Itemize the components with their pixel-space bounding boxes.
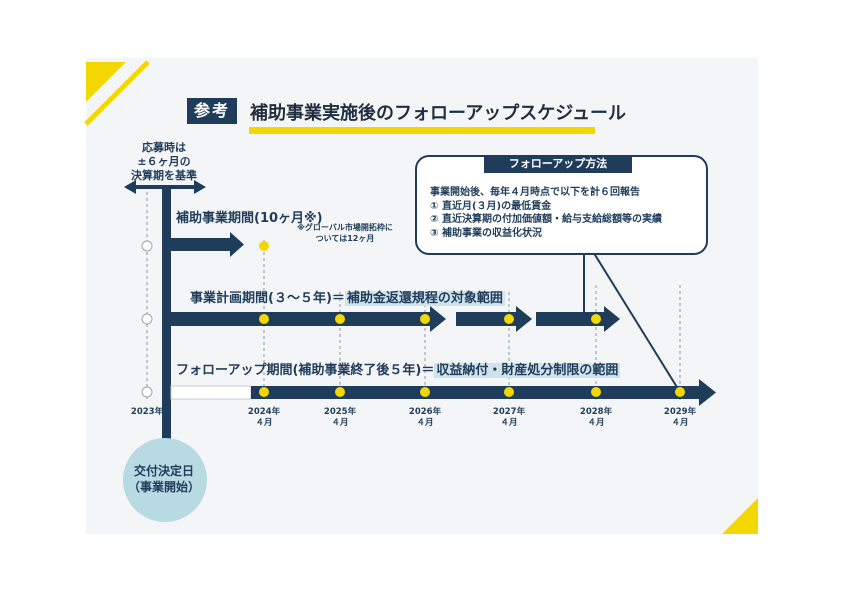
yellow-milestones	[259, 241, 685, 397]
follow-period-label: フォローアップ期間(補助事業終了後５年)＝収益納付・財産処分制限の範囲	[176, 359, 621, 378]
application-note: 応募時は ±６ヶ月の 決算期を基準	[131, 141, 197, 182]
milestone-2023-project	[141, 240, 153, 252]
box-connector-diagonal	[591, 249, 681, 393]
main-vertical-bar	[162, 187, 171, 467]
follow-up-method-list: 事業開始後、毎年４月時点で以下を計６回報告 ① 直近月(３月)の最低賃金 ② 直…	[430, 186, 662, 240]
project-period-note: ※グローバル市場開拓枠に ついては12ヶ月	[297, 223, 393, 243]
corner-decor-top-left-line	[84, 60, 150, 126]
plan-period-highlight: 補助金返還規程の対象範囲	[344, 291, 505, 306]
milestone-2023-follow	[141, 386, 153, 398]
follow-up-method-item-2: ② 直近決算期の付加価値額・給与支給総額等の実績	[430, 214, 662, 225]
plan-period-prefix: 事業計画期間(３〜５年)＝	[190, 291, 345, 306]
page-title: 補助事業実施後のフォローアップスケジュール	[250, 103, 627, 124]
milestone-plan-2026	[420, 314, 430, 324]
milestone-follow-2025	[335, 387, 345, 397]
start-label: 交付決定日 （事業開始）	[127, 464, 200, 494]
start-circle	[123, 438, 207, 522]
project-period-label: 補助事業期間(10ヶ月※)	[176, 211, 323, 226]
milestone-follow-2026	[420, 387, 430, 397]
milestone-follow-2029	[675, 387, 685, 397]
plan-period-label: 事業計画期間(３〜５年)＝補助金返還規程の対象範囲	[190, 287, 505, 306]
milestone-plan-2028	[591, 314, 601, 324]
corner-decor-bottom-right	[722, 498, 758, 534]
milestone-follow-2028	[591, 387, 601, 397]
year-label-2023: 2023年	[130, 407, 164, 417]
milestone-plan-2027	[504, 314, 514, 324]
follow-up-method-intro: 事業開始後、毎年４月時点で以下を計６回報告	[430, 187, 640, 198]
milestone-plan-2024	[259, 314, 269, 324]
follow-up-arrow	[170, 379, 716, 406]
milestone-2023-plan	[141, 313, 153, 325]
milestone-project-end	[259, 241, 269, 251]
project-period-arrow	[162, 232, 244, 257]
year-gridlines	[146, 192, 681, 400]
title-underline	[249, 127, 595, 134]
follow-period-prefix: フォローアップ期間(補助事業終了後５年)＝	[176, 363, 435, 378]
follow-up-method-title: フォローアップ方法	[484, 155, 632, 173]
milestone-plan-2025	[335, 314, 345, 324]
follow-up-method-item-1: ① 直近月(３月)の最低賃金	[430, 200, 552, 212]
corner-decor-top-left	[86, 62, 126, 102]
plan-period-arrows	[162, 306, 620, 332]
milestone-follow-2024	[259, 387, 269, 397]
reference-badge: 参考	[187, 98, 237, 124]
follow-period-highlight: 収益納付・財産処分制限の範囲	[434, 363, 621, 378]
follow-up-method-item-3: ③ 補助事業の収益化状況	[430, 227, 542, 239]
milestone-follow-2027	[504, 387, 514, 397]
